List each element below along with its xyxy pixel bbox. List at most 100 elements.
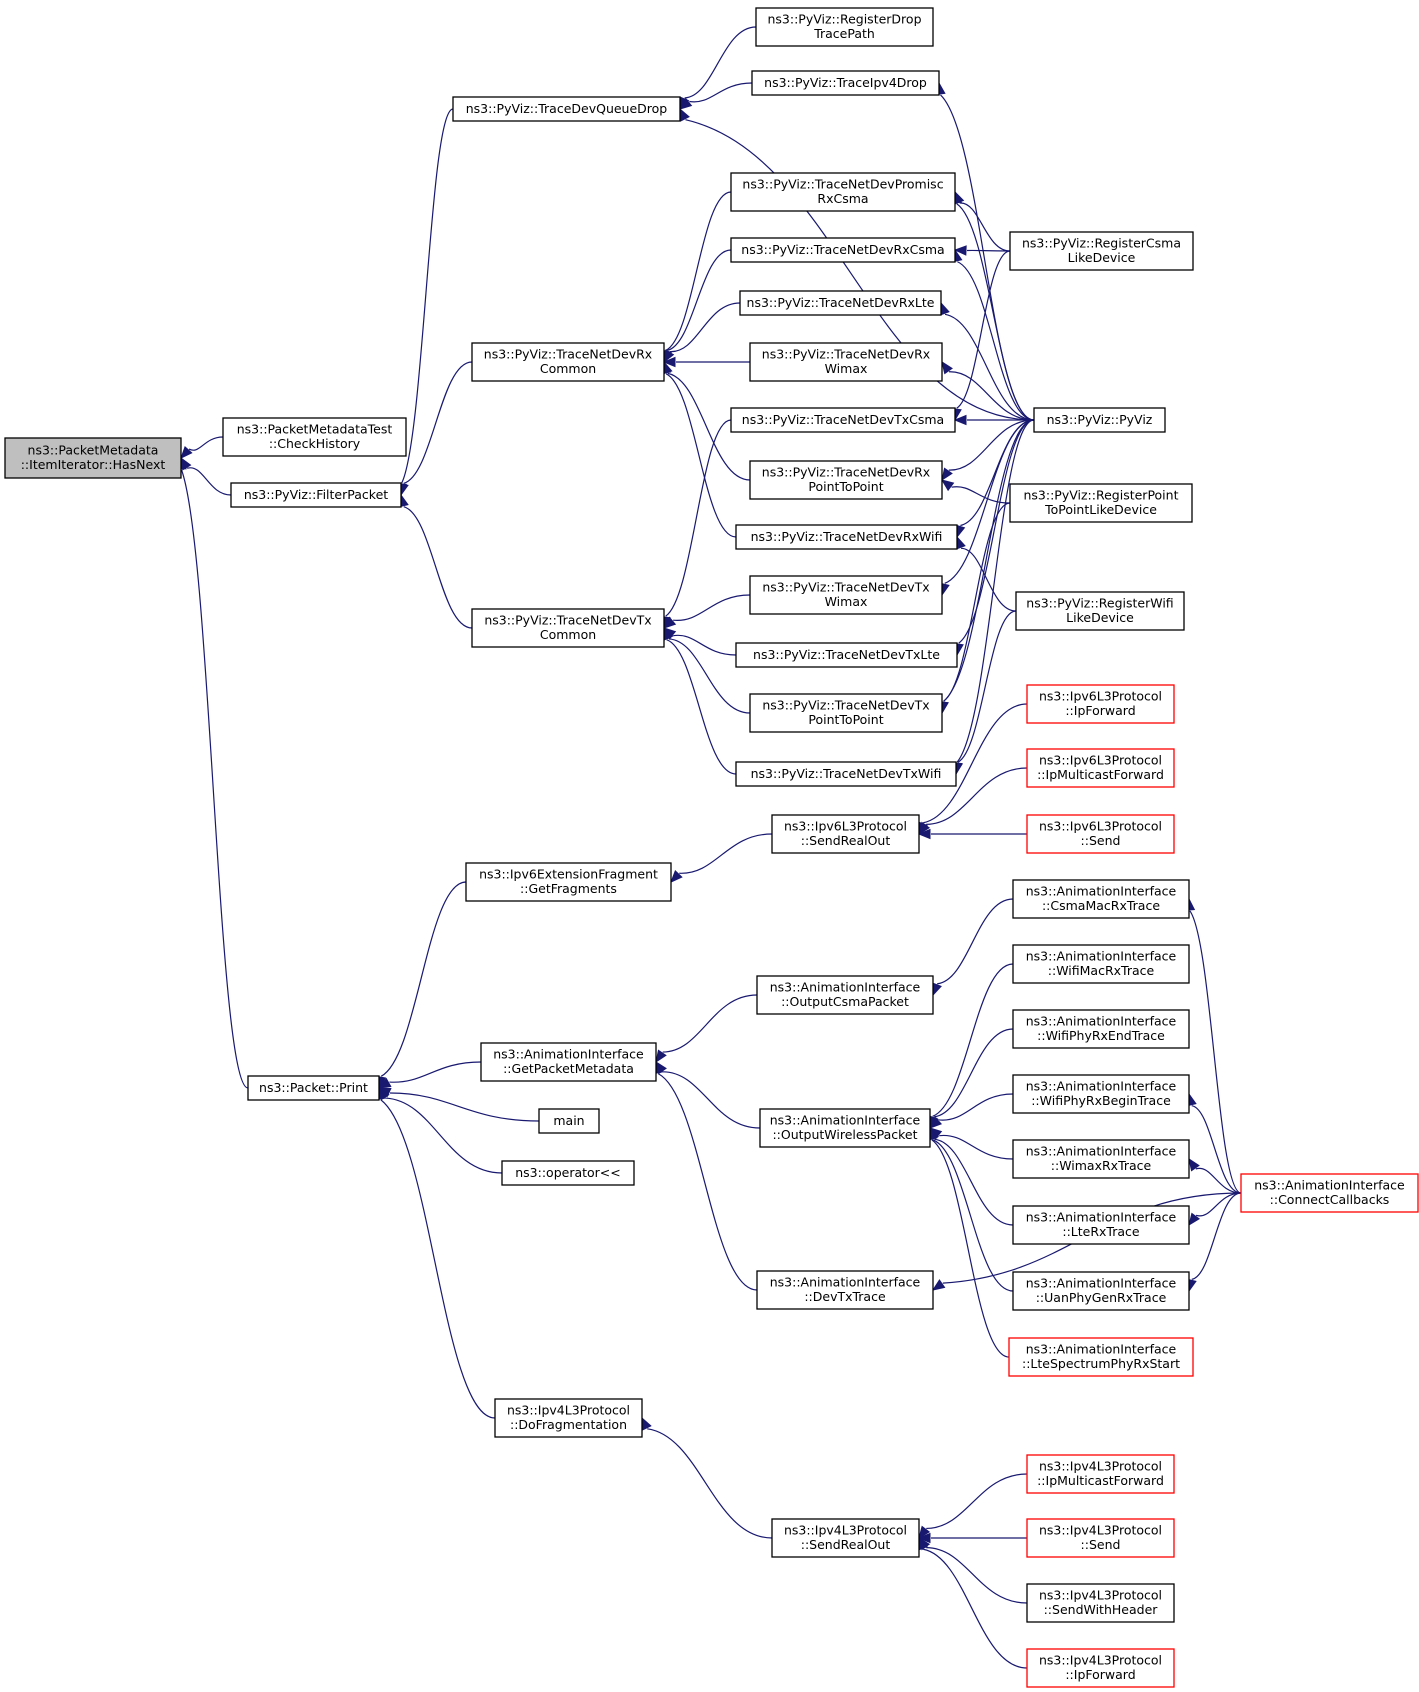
node-box [501, 1160, 635, 1186]
node-label: main [553, 1113, 584, 1128]
node-animationinterface-outputcsmapacket[interactable]: ns3::AnimationInterface::OutputCsmaPacke… [756, 975, 934, 1015]
node-label: Wimax [825, 361, 868, 376]
node-ipv4l3protocol-sendrealout[interactable]: ns3::Ipv4L3Protocol::SendRealOut [771, 1518, 920, 1558]
node-packetmetadatatest-checkhistory[interactable]: ns3::PacketMetadataTest::CheckHistory [222, 417, 407, 457]
node-box [739, 290, 942, 316]
node-label: ToPointLikeDevice [1044, 502, 1157, 517]
node-animationinterface-outputwirelesspacket[interactable]: ns3::AnimationInterface::OutputWirelessP… [759, 1108, 931, 1148]
node-animationinterface-wifimacrxtrace[interactable]: ns3::AnimationInterface::WifiMacRxTrace [1012, 944, 1190, 984]
node-pyviz-tracenetdevtxwifi[interactable]: ns3::PyViz::TraceNetDevTxWifi [735, 761, 957, 787]
node-pyviz-pyviz[interactable]: ns3::PyViz::PyViz [1033, 407, 1166, 433]
node-pyviz-tracenetdevtxlte[interactable]: ns3::PyViz::TraceNetDevTxLte [735, 642, 958, 668]
node-label: ::CheckHistory [269, 436, 361, 451]
node-ipv6l3protocol-ipforward[interactable]: ns3::Ipv6L3Protocol::IpForward [1026, 684, 1175, 724]
nodes-layer: ns3::PacketMetadata::ItemIterator::HasNe… [4, 7, 1419, 1688]
node-animationinterface-lterxtrace[interactable]: ns3::AnimationInterface::LteRxTrace [1012, 1205, 1190, 1245]
edge-n18-n15 [960, 547, 1017, 612]
node-animationinterface-connectcallbacks[interactable]: ns3::AnimationInterface::ConnectCallback… [1240, 1173, 1419, 1213]
node-label: ::IpForward [1065, 1667, 1135, 1682]
node-ipv6l3protocol-sendrealout[interactable]: ns3::Ipv6L3Protocol::SendRealOut [771, 814, 920, 854]
node-ipv6extensionfragment-getfragments[interactable]: ns3::Ipv6ExtensionFragment::GetFragments [465, 862, 672, 902]
node-packet-print[interactable]: ns3::Packet::Print [247, 1075, 380, 1101]
node-label: ns3::PyViz::TraceNetDevTx [762, 580, 929, 595]
node-box [771, 814, 920, 854]
edge-n18-n23 [957, 610, 1017, 763]
node-box [735, 642, 958, 668]
node-label: ::DoFragmentation [510, 1417, 627, 1432]
edge-n43-n34 [931, 1139, 1010, 1358]
node-ipv6l3protocol-ipmulticastforward[interactable]: ns3::Ipv6L3Protocol::IpMulticastForward [1026, 748, 1175, 788]
node-label: ns3::Ipv4L3Protocol [1039, 1653, 1162, 1668]
edge-n44-n42 [1191, 1192, 1242, 1280]
node-ipv4l3protocol-dofragmentation[interactable]: ns3::Ipv4L3Protocol::DoFragmentation [494, 1398, 643, 1438]
node-pyviz-filterpacket[interactable]: ns3::PyViz::FilterPacket [230, 482, 402, 508]
node-animationinterface-devtxtrace[interactable]: ns3::AnimationInterface::DevTxTrace [756, 1270, 934, 1310]
edge-n31-n29 [926, 767, 1028, 825]
node-packetmetadata-itemiterator-hasnext[interactable]: ns3::PacketMetadata::ItemIterator::HasNe… [4, 437, 182, 479]
node-label: ns3::operator<< [515, 1165, 621, 1180]
node-ipv4l3protocol-ipmulticastforward[interactable]: ns3::Ipv4L3Protocol::IpMulticastForward [1026, 1454, 1175, 1494]
node-label: ns3::PyViz::FilterPacket [244, 487, 388, 502]
node-label: ns3::AnimationInterface [493, 1047, 644, 1062]
node-main[interactable]: main [538, 1108, 600, 1134]
arrowhead [941, 467, 953, 482]
node-box [471, 342, 665, 382]
node-pyviz-tracedevqueuedrop[interactable]: ns3::PyViz::TraceDevQueueDrop [452, 96, 681, 122]
node-animationinterface-getpacketmetadata[interactable]: ns3::AnimationInterface::GetPacketMetada… [480, 1042, 657, 1082]
node-box [1026, 1583, 1175, 1623]
node-ipv6l3protocol-send[interactable]: ns3::Ipv6L3Protocol::Send [1026, 814, 1175, 854]
node-animationinterface-uanphygenrxtrace[interactable]: ns3::AnimationInterface::UanPhyGenRxTrac… [1012, 1271, 1190, 1311]
node-label: ::CsmaMacRxTrace [1042, 898, 1160, 913]
node-box [480, 1042, 657, 1082]
node-animationinterface-ltespectrumphyrxstart[interactable]: ns3::AnimationInterface::LteSpectrumPhyR… [1008, 1337, 1194, 1377]
node-pyviz-registerpointtopointlikedevice[interactable]: ns3::PyViz::RegisterPointToPointLikeDevi… [1009, 483, 1193, 523]
node-label: ::IpForward [1065, 703, 1135, 718]
node-ipv4l3protocol-send[interactable]: ns3::Ipv4L3Protocol::Send [1026, 1518, 1175, 1558]
node-label: ns3::PyViz::TraceNetDevRx [484, 347, 652, 362]
node-label: ns3::AnimationInterface [1026, 1144, 1177, 1159]
arrowhead [940, 479, 955, 492]
node-operator[interactable]: ns3::operator<< [501, 1160, 635, 1186]
node-label: ns3::PyViz::RegisterCsma [1022, 236, 1181, 251]
node-ipv4l3protocol-ipforward[interactable]: ns3::Ipv4L3Protocol::IpForward [1026, 1648, 1175, 1688]
node-animationinterface-csmamacrxtrace[interactable]: ns3::AnimationInterface::CsmaMacRxTrace [1012, 879, 1190, 919]
node-animationinterface-wimaxrxtrace[interactable]: ns3::AnimationInterface::WimaxRxTrace [1012, 1139, 1190, 1179]
node-ipv4l3protocol-sendwithheader[interactable]: ns3::Ipv4L3Protocol::SendWithHeader [1026, 1583, 1175, 1623]
node-pyviz-tracenetdevrxcsma[interactable]: ns3::PyViz::TraceNetDevRxCsma [730, 237, 956, 263]
edge-n26-n3 [389, 1092, 540, 1122]
edge-n42-n34 [932, 1139, 1014, 1292]
node-box [1026, 1648, 1175, 1688]
node-animationinterface-wifiphyrxbegintrace[interactable]: ns3::AnimationInterface::WifiPhyRxBeginT… [1012, 1074, 1190, 1114]
node-pyviz-tracenetdevtxcsma[interactable]: ns3::PyViz::TraceNetDevTxCsma [730, 407, 956, 433]
node-label: ns3::PyViz::TraceNetDevTxWifi [751, 766, 942, 781]
node-label: ::WifiPhyRxBeginTrace [1031, 1093, 1171, 1108]
node-box [1009, 231, 1194, 271]
node-label: ::LteRxTrace [1062, 1224, 1140, 1239]
node-label: ns3::PyViz::RegisterDrop [767, 12, 921, 27]
node-label: ns3::PacketMetadata [28, 443, 159, 458]
node-pyviz-tracenetdevrxwifi[interactable]: ns3::PyViz::TraceNetDevRxWifi [735, 524, 958, 550]
edge-n4-n2 [401, 108, 454, 484]
node-box [730, 407, 956, 433]
arrowhead [663, 349, 675, 364]
edge-n17-n14 [951, 486, 1011, 504]
node-label: ns3::AnimationInterface [770, 980, 921, 995]
node-box [465, 862, 672, 902]
node-label: ::ConnectCallbacks [1270, 1192, 1390, 1207]
edge-n3-n0 [181, 469, 249, 1089]
node-animationinterface-wifiphyrxendtrace[interactable]: ns3::AnimationInterface::WifiPhyRxEndTra… [1012, 1009, 1190, 1049]
arrowhead [917, 828, 931, 840]
node-pyviz-traceipv4drop[interactable]: ns3::PyViz::TraceIpv4Drop [751, 70, 940, 96]
node-label: ns3::PyViz::RegisterPoint [1024, 488, 1179, 503]
node-pyviz-tracenetdevrxlte[interactable]: ns3::PyViz::TraceNetDevRxLte [739, 290, 942, 316]
